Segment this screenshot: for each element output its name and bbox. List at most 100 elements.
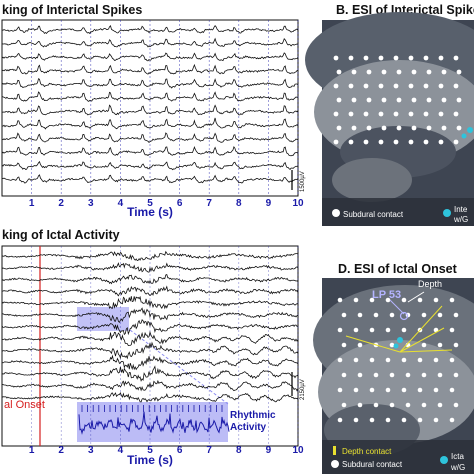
panel-a-trace — [1, 117, 299, 130]
panel-b-subdural-contact — [408, 83, 414, 89]
panel-d-legend-dot — [331, 460, 339, 468]
panel-b-legend-cyan-dot — [443, 209, 451, 217]
panel-a-trace — [1, 37, 299, 48]
panel-a-trace — [1, 52, 299, 62]
panel-d-lp-pointer — [389, 299, 405, 315]
panel-a-trace — [1, 174, 299, 184]
panel-c-trace — [1, 391, 299, 403]
panel-a-tick-label: 7 — [206, 198, 212, 209]
panel-d-subdural-contact — [357, 402, 363, 408]
panel-d-subdural-contact — [421, 342, 427, 348]
panel-b-subdural-contact — [456, 97, 462, 103]
panel-c-trace — [1, 354, 299, 371]
panel-c-tick-label: 9 — [266, 445, 272, 456]
panel-d-subdural-contact — [353, 387, 359, 393]
panel-b-subdural-contact — [426, 97, 432, 103]
panel-b-subdural-contact — [348, 83, 354, 89]
panel-c-trace — [1, 285, 299, 297]
panel-b-brain: Subdural contact Inte w/G — [305, 12, 474, 226]
panel-a-tick-label: 2 — [58, 198, 64, 209]
panel-a-trace — [1, 91, 299, 102]
panel-b-subdural-contact — [348, 111, 354, 117]
panel-a-trace — [1, 146, 299, 157]
panel-d-subdural-contact — [421, 372, 427, 378]
panel-d-subdural-contact — [353, 417, 359, 423]
panel-b-subdural-contact — [423, 55, 429, 61]
panel-d-subdural-contact — [341, 312, 347, 318]
panel-d-subdural-contact — [353, 357, 359, 363]
panel-c-zoom-connector — [129, 329, 229, 405]
panel-d-subdural-contact — [341, 372, 347, 378]
panel-d-subdural-contact — [357, 312, 363, 318]
panel-d-subdural-contact — [357, 342, 363, 348]
panel-a-title: king of Interictal Spikes — [2, 3, 143, 17]
panel-d-subdural-contact — [369, 357, 375, 363]
panel-a-tick-label: 6 — [177, 198, 183, 209]
panel-d-subdural-contact — [453, 402, 459, 408]
panel-d-depth-electrode — [345, 335, 401, 353]
panel-b-subdural-contact — [378, 83, 384, 89]
panel-d-subdural-contact — [337, 417, 343, 423]
panel-d-subdural-contact — [369, 297, 375, 303]
panel-b-subdural-contact — [333, 111, 339, 117]
panel-b-subdural-contact — [411, 69, 417, 75]
panel-d-lp-label: LP 53 — [372, 289, 401, 301]
panel-b-subdural-contact — [381, 69, 387, 75]
panel-d-subdural-contact — [389, 402, 395, 408]
panel-b-subdural-contact — [381, 125, 387, 131]
panel-b-subdural-contact — [441, 97, 447, 103]
panel-c-title: king of Ictal Activity — [2, 228, 120, 242]
panel-d-subdural-contact — [401, 297, 407, 303]
panel-b-subdural-contact — [348, 55, 354, 61]
panel-c-onset-label: al Onset — [4, 399, 45, 411]
panel-b-subdural-contact — [366, 125, 372, 131]
panel-d-subdural-contact — [373, 372, 379, 378]
panel-c-trace — [1, 379, 299, 392]
panel-c-trace — [1, 365, 299, 382]
panel-b-subdural-contact — [381, 97, 387, 103]
panel-b-subdural-contact — [456, 69, 462, 75]
panel-b-legend-inter: Inte — [454, 205, 468, 214]
panel-d-legend-subdural: Subdural contact — [342, 460, 403, 469]
panel-b-subdural-contact — [423, 139, 429, 145]
panel-d-subdural-contact — [353, 297, 359, 303]
panel-a-trace — [1, 104, 299, 116]
panel-d-brain: Depth LP 53 Depth contact Subdural conta… — [313, 278, 474, 474]
panel-c-tick-label: 2 — [58, 445, 64, 456]
panel-b-subdural-contact — [441, 69, 447, 75]
panel-b-subdural-contact — [423, 83, 429, 89]
panel-b-subdural-contact — [438, 111, 444, 117]
panel-d-depth-label: Depth — [418, 279, 442, 289]
panel-b-cyan-contact — [461, 133, 467, 139]
panel-b-subdural-contact — [438, 83, 444, 89]
panel-b-subdural-contact — [453, 55, 459, 61]
panel-d-subdural-contact — [389, 312, 395, 318]
panel-d-title: D. ESI of Ictal Onset — [338, 262, 457, 276]
panel-c-tick-label: 7 — [206, 445, 212, 456]
panel-a-trace — [1, 132, 299, 143]
panel-b-subdural-contact — [363, 111, 369, 117]
panel-d-legend-bg — [322, 440, 474, 474]
panel-d-subdural-contact — [385, 357, 391, 363]
panel-b-subdural-contact — [456, 125, 462, 131]
panel-d-legend-depth: Depth contact — [342, 447, 392, 456]
panel-d-lp-contact — [399, 311, 409, 321]
panel-d-subdural-contact — [449, 327, 455, 333]
panel-d-subdural-contact — [417, 387, 423, 393]
panel-b-subdural-contact — [333, 139, 339, 145]
panel-c-tick-label: 6 — [177, 445, 183, 456]
panel-b-subdural-contact — [348, 139, 354, 145]
panel-d-contacts — [337, 297, 459, 423]
panel-c-rhythmic-label-1: Rhythmic — [230, 410, 276, 421]
panel-d-cyan-contact — [397, 337, 403, 343]
panel-d-subdural-contact — [401, 387, 407, 393]
panel-d-subdural-contact — [357, 372, 363, 378]
panel-c-grid — [31, 246, 299, 446]
panel-b-subdural-contact — [453, 83, 459, 89]
panel-d-subdural-contact — [433, 357, 439, 363]
panel-d-subdural-contact — [453, 312, 459, 318]
panel-b-legend-subdural: Subdural contact — [343, 210, 404, 219]
panel-b-subdural-contact — [426, 125, 432, 131]
